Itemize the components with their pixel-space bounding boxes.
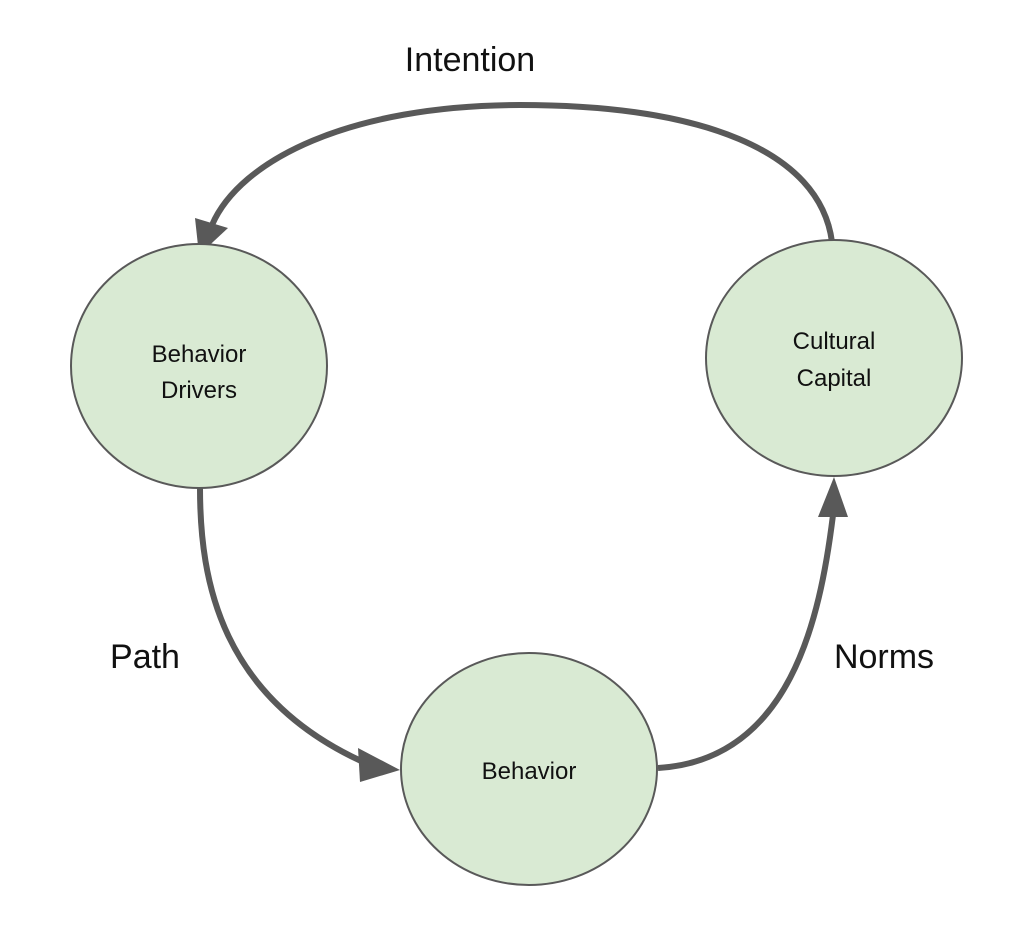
node-label-line: Capital bbox=[797, 365, 872, 392]
node-label-line: Drivers bbox=[161, 377, 237, 404]
edge-path bbox=[197, 487, 372, 768]
node-label-line: Behavior bbox=[482, 758, 577, 785]
edge-norms bbox=[657, 514, 836, 771]
edge-label-intention: Intention bbox=[405, 41, 535, 79]
node-label-line: Behavior bbox=[152, 341, 247, 368]
node-label-line: Cultural bbox=[793, 328, 876, 355]
node-cultural-capital: Cultural Capital bbox=[705, 239, 963, 477]
arrowhead-norms bbox=[818, 477, 848, 517]
edge-intention bbox=[209, 101, 835, 243]
edge-label-norms: Norms bbox=[834, 638, 934, 676]
node-behavior-drivers: Behavior Drivers bbox=[70, 243, 328, 489]
arrowhead-path bbox=[358, 748, 400, 782]
node-behavior: Behavior bbox=[400, 652, 658, 886]
edge-label-path: Path bbox=[110, 638, 180, 676]
